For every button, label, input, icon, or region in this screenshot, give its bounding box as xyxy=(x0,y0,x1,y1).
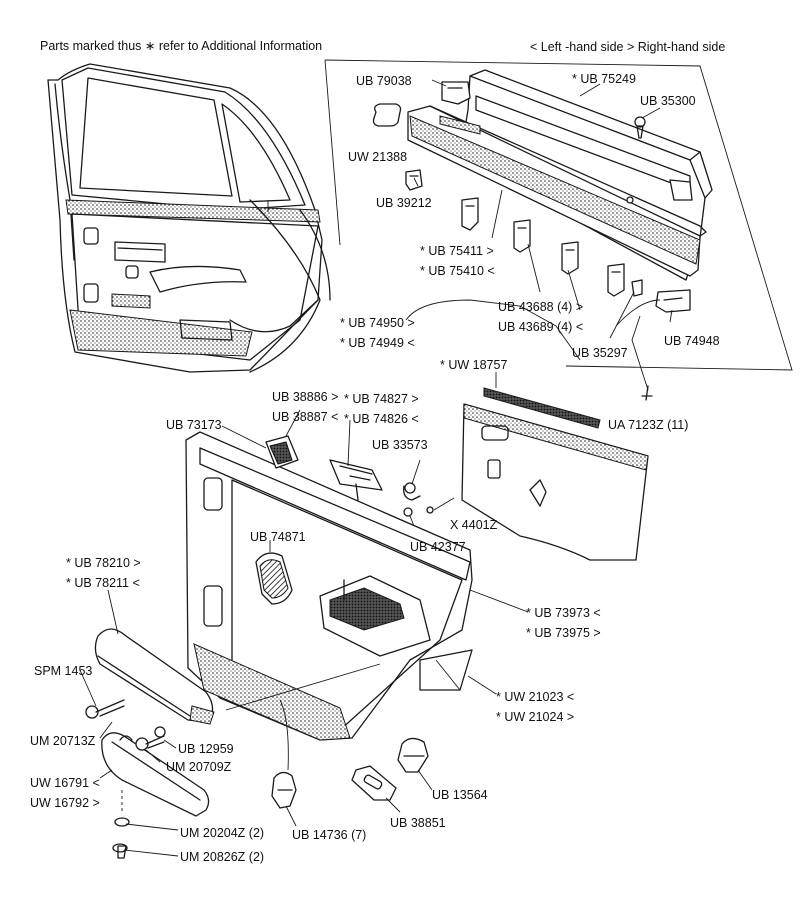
part-label: * UB 74827 > xyxy=(344,392,419,406)
part-label: * UB 75249 xyxy=(572,72,636,86)
part-label: * UB 78210 > xyxy=(66,556,141,570)
exploded-frame xyxy=(324,59,793,371)
part-label: UB 38851 xyxy=(390,816,446,830)
part-label: X 4401Z xyxy=(450,518,498,532)
part-label: UM 20826Z (2) xyxy=(180,850,265,864)
door-capping xyxy=(407,69,713,281)
trim-panel-parts xyxy=(221,409,529,771)
part-label: UB 74948 xyxy=(664,334,720,348)
fasteners xyxy=(79,669,179,859)
additional-info-note: Parts marked thus ∗ refer to Additional … xyxy=(40,39,323,53)
part-label: UB 12959 xyxy=(178,742,234,756)
part-label: UB 38887 < xyxy=(272,410,339,424)
part-label: UB 43689 (4) < xyxy=(498,320,584,334)
part-label: * UB 78211 < xyxy=(66,576,140,590)
part-label: UB 79038 xyxy=(356,74,412,88)
part-label: UB 33573 xyxy=(372,438,428,452)
trim-board-rear xyxy=(461,372,649,561)
part-label: UB 42377 xyxy=(410,540,466,554)
part-label: * UW 21023 < xyxy=(496,690,575,704)
part-label: * UB 74949 < xyxy=(340,336,415,350)
leader-lines-upper xyxy=(405,79,673,401)
part-label: * UB 75410 < xyxy=(420,264,495,278)
armrest xyxy=(94,589,215,725)
part-label: UM 20709Z xyxy=(166,760,232,774)
part-label: UB 13564 xyxy=(432,788,488,802)
side-legend: < Left -hand side > Right-hand side xyxy=(530,40,726,54)
armrest-pull xyxy=(101,732,210,817)
door-overview xyxy=(47,63,331,373)
capping-clips xyxy=(372,103,691,313)
part-label: UM 20204Z (2) xyxy=(180,826,265,840)
part-label: UB 74871 xyxy=(250,530,306,544)
part-label: UA 7123Z (11) xyxy=(608,418,689,432)
trim-panel-front xyxy=(185,431,473,741)
part-label: * UB 73975 > xyxy=(526,626,601,640)
trim-clips xyxy=(271,737,433,827)
part-label: UB 14736 (7) xyxy=(292,828,367,842)
part-label: SPM 1453 xyxy=(34,664,93,678)
part-label: * UB 74950 > xyxy=(340,316,415,330)
part-label: UB 73173 xyxy=(166,418,222,432)
part-label: UW 21388 xyxy=(348,150,408,164)
part-label: UB 35300 xyxy=(640,94,696,108)
part-label: * UW 21024 > xyxy=(496,710,575,724)
part-label: * UB 75411 > xyxy=(420,244,494,258)
part-label: UB 38886 > xyxy=(272,390,339,404)
part-label: UM 20713Z xyxy=(30,734,96,748)
part-label: UB 39212 xyxy=(376,196,432,210)
part-label: * UB 73973 < xyxy=(526,606,601,620)
part-label: UB 35297 xyxy=(572,346,628,360)
part-label: * UB 74826 < xyxy=(344,412,419,426)
part-label: UW 16791 < xyxy=(30,776,100,790)
part-label: UB 43688 (4) > xyxy=(498,300,584,314)
part-label: UW 16792 > xyxy=(30,796,100,810)
part-label: * UW 18757 xyxy=(440,358,508,372)
